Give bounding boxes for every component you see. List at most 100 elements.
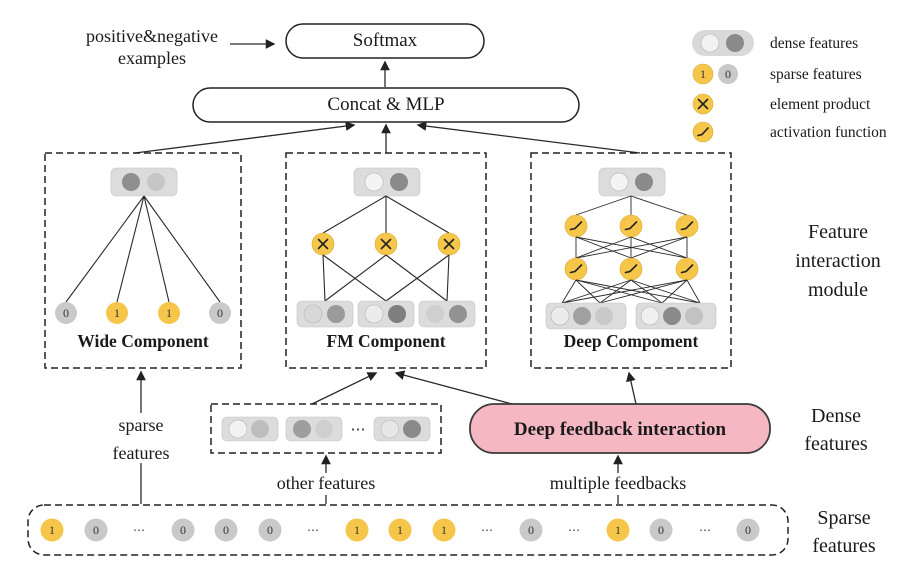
deep-output-circle-light [609,172,629,192]
wide-component-box [44,152,242,369]
sparse-features-label-1: Sparse [817,507,870,529]
sparse-cell-4-value: 0 [223,523,229,537]
other-features-group: ⋯ [210,403,442,454]
sparse-features-label-2: features [812,535,876,557]
fm-output-circle-dark [390,173,408,191]
other-features-label-backing [268,473,384,495]
wide-output-circle-light [147,173,165,191]
deep-fc-lines-1 [575,236,688,259]
wide-component-title: Wide Component [77,331,209,351]
sparse-cell-1 [84,518,108,542]
wide-input-3-value: 0 [217,306,223,320]
sparse-cell-9 [432,518,456,542]
deep-feedback-interaction-box [469,403,771,454]
product-cross-icons [317,238,455,250]
sparse-cell-2-value: ⋯ [133,523,145,537]
legend-one: 1 [700,67,706,81]
sparse-cell-4 [214,518,238,542]
sparse-input-cells: 1 0 ⋯ 0 0 0 ⋯ 1 1 1 ⋯ 0 ⋯ 1 0 ⋯ 0 [40,518,760,542]
sparse-cell-14-value: 0 [658,523,664,537]
examples-label-line1: positive&negative [86,26,218,46]
deep-top-lines [575,195,688,216]
sparse-cell-12-value: ⋯ [568,523,580,537]
legend-sparse-label: sparse features [770,66,862,83]
sparse-cell-15-value: ⋯ [699,523,711,537]
sparse-cell-5 [258,518,282,542]
activation-curve [697,127,709,137]
right-side-labels: Feature interaction module Dense feature… [795,221,881,557]
deep-component-title: Deep Compoment [564,331,699,351]
sparse-cell-11-value: 0 [528,523,534,537]
sparse-features-mid-label-2: features [113,443,170,463]
fm-upper-lines [322,195,450,234]
legend-dense-label: dense features [770,35,858,52]
concat-mlp-label: Concat & MLP [327,94,444,115]
legend-product-label: element product [770,96,871,113]
sparse-cell-13 [606,518,630,542]
sparse-features-mid-label-1: sparse [119,415,164,435]
sparse-cell-9-value: 1 [441,523,447,537]
wide-fan-lines [65,195,221,303]
wide-input-1-value: 1 [114,306,120,320]
deep-input-pills [545,302,717,330]
sparse-input-box [27,504,789,556]
fm-component-title: FM Component [326,331,445,351]
wide-input-3 [209,302,231,324]
deep-output-circle-dark [635,173,653,191]
sparse-cell-16-value: 0 [745,523,751,537]
deep-fc-lines-2 [561,279,701,304]
fm-output-circle-light [364,172,384,192]
deep-hidden-layer-2 [564,257,699,281]
dense-light-circle-icon [700,33,720,53]
feature-interaction-label-3: module [808,279,868,301]
sparse-label-backing [103,413,179,463]
sparse-cell-13-value: 1 [615,523,621,537]
sparse-cell-7 [345,518,369,542]
softmax-label: Softmax [353,30,418,51]
deep-output-pill [598,167,666,197]
fm-input-pills [296,300,476,328]
sparse-cell-3 [171,518,195,542]
sparse-cell-1-value: 0 [93,523,99,537]
sparse-cell-0 [40,518,64,542]
multiple-feedbacks-label-backing [543,473,693,495]
concat-mlp-box [192,87,580,123]
sparse-cell-0-value: 1 [49,523,55,537]
legend: dense features 1 0 sparse features eleme… [692,30,887,143]
sparse-cell-16 [736,518,760,542]
wide-input-0 [55,302,77,324]
sparse-cell-5-value: 0 [267,523,273,537]
sparse-cell-8-value: 1 [397,523,403,537]
deep-hidden-layer-1 [564,214,699,238]
softmax-box [285,23,485,59]
sparse-zero-circle-icon [718,64,738,84]
component-to-concat-arrows [134,121,641,154]
dense-dark-circle-icon [726,34,744,52]
fm-component-box [285,152,487,369]
sparse-cell-8 [388,518,412,542]
other-features-label: other features [277,473,375,493]
multiple-feedbacks-label: multiple feedbacks [550,473,686,493]
mid-to-component-arrows [311,370,637,405]
wide-input-1 [106,302,128,324]
wide-output-circle-dark [122,173,140,191]
other-features-box [210,403,442,454]
deep-component: Deep Compoment [530,152,732,369]
dense-features-label-2: features [804,433,868,455]
fm-product-nodes [311,232,461,256]
sparse-cell-3-value: 0 [180,523,186,537]
wide-output-pill [110,167,178,197]
sparse-cell-10-value: ⋯ [481,523,493,537]
feature-interaction-label-1: Feature [808,221,868,243]
feature-interaction-label-2: interaction [795,250,881,272]
fm-cross-lines [322,254,450,302]
element-product-cross [697,98,709,110]
legend-activation-label: activation function [770,124,887,141]
other-features-dots: ⋯ [351,422,366,438]
wide-input-2-value: 1 [166,306,172,320]
fm-output-pill [353,167,421,197]
sparse-cell-7-value: 1 [354,523,360,537]
